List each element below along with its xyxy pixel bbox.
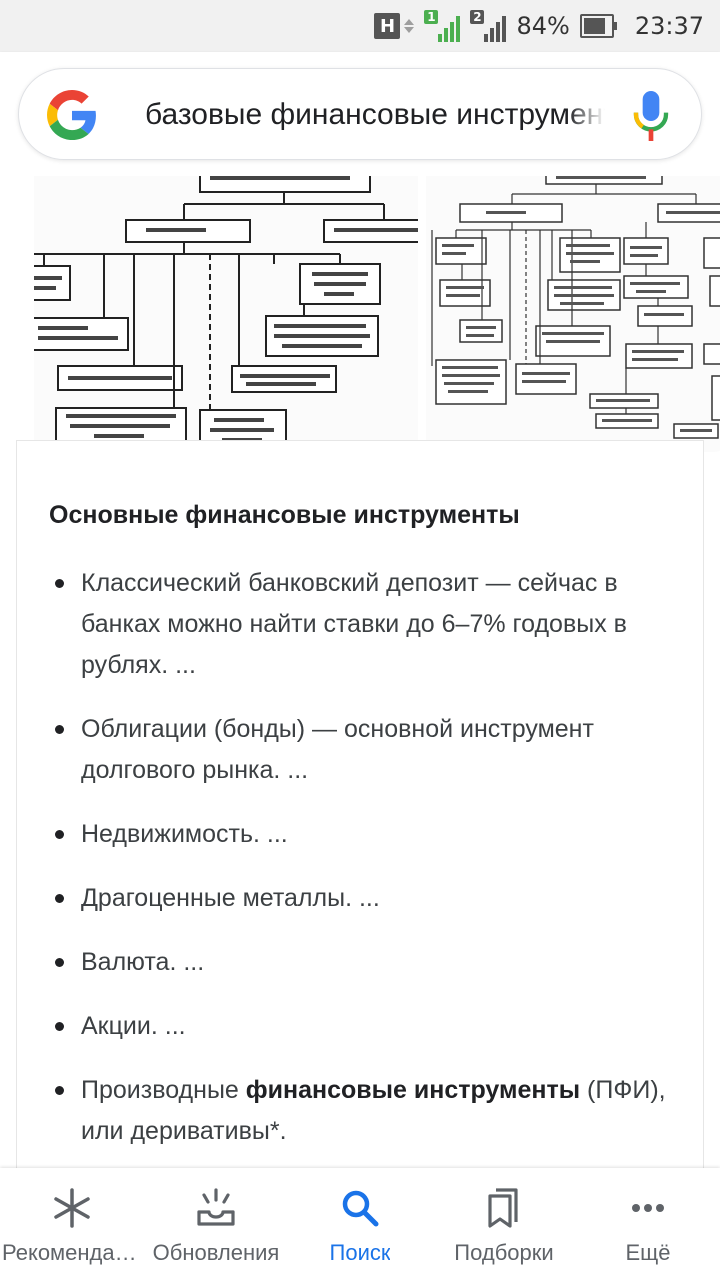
search-icon <box>342 1190 379 1227</box>
list-item: Драгоценные металлы. ... <box>49 878 679 919</box>
asterisk-icon <box>54 1188 90 1228</box>
nav-item-more[interactable]: Ещё <box>576 1168 720 1280</box>
nav-item-recommendations[interactable]: Рекомендации <box>0 1168 144 1280</box>
featured-answer-card: Основные финансовые инструменты Классиче… <box>16 440 704 1201</box>
data-activity-icon <box>404 19 415 33</box>
sim2-label: 2 <box>470 10 485 24</box>
list-item: Производные финансовые инструменты (ПФИ)… <box>49 1070 679 1152</box>
search-box[interactable]: базовые финансовые инструменты <box>18 68 702 160</box>
status-bar: H 1 2 84% 23:37 <box>0 0 720 52</box>
image-result-diagram-2[interactable] <box>426 176 720 452</box>
image-results <box>0 176 720 454</box>
battery-percent: 84% <box>516 12 570 40</box>
more-dots-icon <box>632 1204 664 1212</box>
nav-label: Подборки <box>454 1240 554 1265</box>
list-item-prefix: Производные <box>81 1076 246 1104</box>
battery-icon <box>579 14 617 38</box>
nav-item-collections[interactable]: Подборки <box>432 1168 576 1280</box>
clock: 23:37 <box>634 12 704 40</box>
image-result-diagram-1[interactable] <box>34 176 418 452</box>
list-item-suffix: (ПФИ), или деривативы*. <box>81 1076 666 1145</box>
sim1-signal-icon: 1 <box>424 10 461 42</box>
nav-label: Обновления <box>152 1240 280 1265</box>
microphone-icon[interactable] <box>631 89 671 143</box>
answer-title: Основные финансовые инструменты <box>49 501 520 529</box>
sim1-label: 1 <box>424 10 439 24</box>
updates-tray-icon <box>197 1188 235 1226</box>
network-type-badge: H <box>374 13 401 39</box>
nav-label: Ещё <box>625 1240 671 1265</box>
nav-item-search[interactable]: Поиск <box>288 1168 432 1280</box>
list-item: Акции. ... <box>49 1006 679 1047</box>
diagram-image <box>431 176 720 439</box>
nav-label: Поиск <box>329 1240 391 1265</box>
answer-list: Классический банковский депозит — сейчас… <box>49 563 679 1175</box>
search-header: базовые финансовые инструменты <box>0 52 720 176</box>
sim2-signal-icon: 2 <box>470 10 507 42</box>
diagram-image <box>34 176 418 449</box>
list-item: Недвижимость. ... <box>49 814 679 855</box>
list-item: Валюта. ... <box>49 942 679 983</box>
google-logo-icon[interactable] <box>47 90 97 140</box>
nav-label: Рекомендации <box>2 1240 142 1265</box>
nav-item-updates[interactable]: Обновления <box>144 1168 288 1280</box>
list-item-highlight: финансовые инструменты <box>245 1076 581 1104</box>
list-item: Классический банковский депозит — сейчас… <box>49 563 679 686</box>
list-item: Облигации (бонды) — основной инструмент … <box>49 709 679 791</box>
bottom-navigation: Рекомендации Обновления Поиск Подбо <box>0 1168 720 1280</box>
collections-icon <box>488 1188 518 1228</box>
search-query-text[interactable]: базовые финансовые инструменты <box>145 98 605 131</box>
